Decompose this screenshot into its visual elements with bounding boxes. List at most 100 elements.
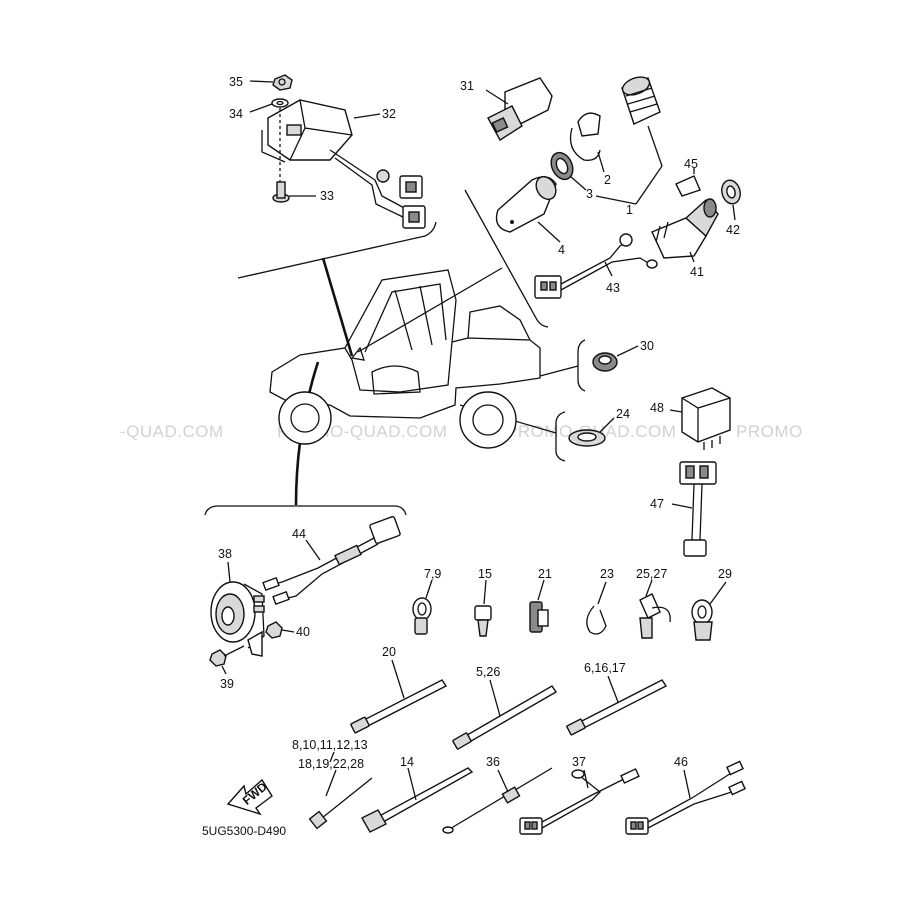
connector-icon (369, 516, 401, 544)
callout-label: 6,16,17 (584, 661, 626, 675)
clip-icon (691, 599, 713, 625)
watermark: -QUAD.COM (120, 422, 224, 441)
bracket-bottom-left (204, 505, 407, 516)
callout-label: 39 (220, 677, 234, 691)
callout-label: 36 (486, 755, 500, 769)
part-42-nut: 42 (721, 179, 741, 237)
vehicle-dash-highlight (350, 346, 365, 361)
leader-switch (321, 257, 354, 357)
callout-label: 40 (296, 625, 310, 639)
connector-icon (625, 817, 649, 835)
callout-label: 42 (726, 223, 740, 237)
callout-label: 37 (572, 755, 586, 769)
connector-icon (683, 539, 707, 557)
forward-arrow: FWD (226, 778, 273, 816)
part-41-switch: 41 (651, 198, 719, 279)
part-8-13-cable-tie: 8,10,11,12,13 (292, 738, 373, 830)
vehicle-cage-bars (394, 285, 433, 351)
part-40-nut: 40 (265, 621, 310, 639)
part-31-sensor: 31 (460, 77, 553, 141)
part-2-cap: 2 (569, 112, 611, 187)
part-30-grommet: 30 (592, 339, 654, 372)
callout-label: 4 (558, 243, 565, 257)
callout-label: 46 (674, 755, 688, 769)
part-33-screw: 33 (272, 108, 334, 203)
rear-wheel (459, 391, 517, 449)
part-47-harness: 47 (650, 461, 717, 557)
part-43-harness: 43 (534, 233, 658, 299)
callout-label: 30 (640, 339, 654, 353)
clip-icon (412, 597, 432, 621)
part-32-switch-assembly: 32 (261, 99, 426, 229)
diagram-code: 5UG5300-D490 (202, 824, 286, 838)
connector-icon (519, 817, 543, 835)
bracket-top-right (464, 189, 549, 328)
callout-label: 45 (684, 157, 698, 171)
callout-label: 5,26 (476, 665, 500, 679)
callout-label: 3 (586, 187, 593, 201)
cable-tie-icon (358, 679, 448, 729)
part-5-26-cable-tie: 5,26 (452, 665, 557, 750)
part-34-washer: 34 (229, 98, 289, 121)
part-7-9-clip: 7,9 (412, 567, 441, 635)
part-20-cable-tie: 20 (350, 645, 448, 734)
bracket-grommet-30 (577, 339, 586, 392)
part-15-clip: 15 (474, 567, 492, 637)
callout-label: 47 (650, 497, 664, 511)
part-23-clamp: 23 (586, 567, 614, 635)
lead-wire-icon (447, 767, 553, 831)
part-21-clip: 21 (529, 567, 552, 633)
callout-label: 34 (229, 107, 243, 121)
part-25-27-holder: 25,27 (636, 567, 671, 639)
bolt-icon (209, 649, 227, 667)
callout-label: 25,27 (636, 567, 667, 581)
washer-icon (271, 98, 289, 108)
callout-label: 14 (400, 755, 414, 769)
vehicle-body (269, 337, 541, 419)
part-45-label: 45 (675, 157, 701, 197)
vehicle-roll-cage (344, 269, 457, 349)
callout-label: 7,9 (424, 567, 441, 581)
part-6-16-17-cable-tie: 6,16,17 (566, 661, 668, 736)
part-36-lead: 36 (442, 755, 553, 834)
group-brackets (204, 189, 586, 516)
callout-label: 33 (320, 189, 334, 203)
callout-label: 43 (606, 281, 620, 295)
callout-label: 20 (382, 645, 396, 659)
nut-icon (272, 74, 293, 91)
front-hub (290, 403, 320, 433)
nut-icon (265, 621, 283, 639)
clamp-icon (586, 605, 607, 635)
label-sticker-icon (675, 175, 701, 197)
part-1-socket: 1 (595, 76, 663, 217)
part-24-grommet: 24 (568, 407, 630, 447)
vehicle-seat (371, 365, 421, 395)
bracket-grommet-24 (555, 411, 566, 462)
toggle-switch-icon (651, 217, 707, 259)
callout-label: 15 (478, 567, 492, 581)
callout-label: 1 (626, 203, 633, 217)
callout-label: 32 (382, 107, 396, 121)
callout-label: 38 (218, 547, 232, 561)
fwd-arrow-icon (226, 778, 273, 816)
callout-label: 2 (604, 173, 611, 187)
switch-housing-icon (267, 99, 353, 161)
part-44-horn-harness: 44 (262, 516, 401, 606)
rear-hub (472, 404, 504, 436)
cable-tie-icon (461, 685, 557, 745)
part-38-horn: 38 (210, 547, 265, 657)
part-46-harness: 46 (625, 755, 746, 835)
watermark: PROMO (736, 422, 803, 441)
callout-label: 18,19,22,28 (298, 757, 364, 771)
bracket-top-left (237, 221, 437, 279)
part-29-clip: 29 (691, 567, 732, 641)
clip-icon (474, 605, 492, 621)
part-48-relay: 48 (650, 387, 731, 450)
holder-icon (639, 593, 661, 619)
callout-label: 24 (616, 407, 630, 421)
relay-icon (681, 387, 731, 443)
callout-label: 8,10,11,12,13 (292, 738, 368, 752)
callout-label: 29 (718, 567, 732, 581)
part-18-28-mount: 18,19,22,28 (298, 757, 364, 797)
